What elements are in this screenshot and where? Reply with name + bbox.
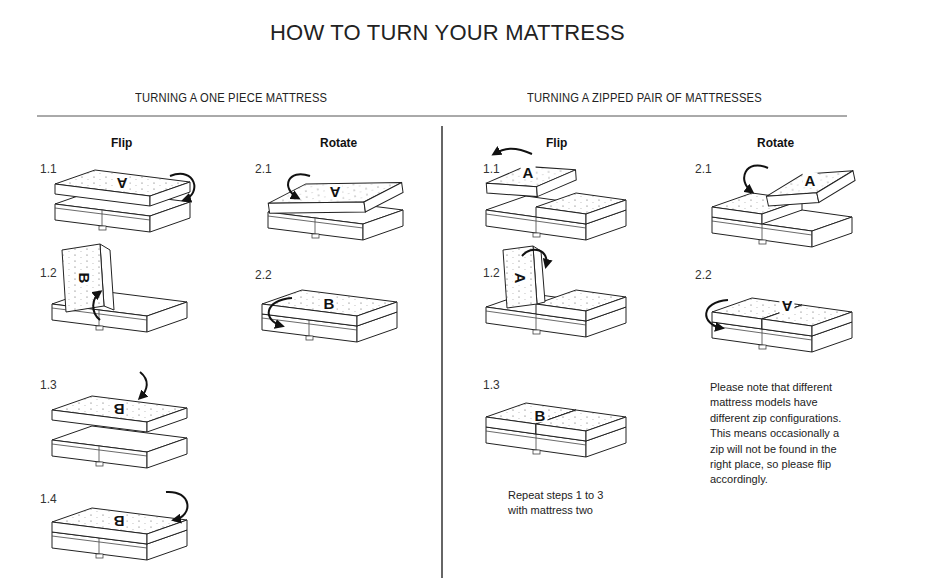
step-number: 2.2: [255, 268, 272, 282]
mattress-letter: A: [328, 185, 343, 200]
step-number: 1.2: [483, 266, 500, 280]
mattress-letter: B: [322, 296, 337, 311]
bed-step-figure: [55, 170, 194, 232]
bed-step-figure: [52, 492, 187, 560]
pair-step-figure: [706, 298, 852, 352]
column-heading: Rotate: [757, 135, 794, 150]
step-number: 2.1: [255, 162, 272, 176]
bed-step-figure: [52, 244, 187, 332]
bed-step-figure: [262, 290, 397, 342]
mattress-letter: A: [513, 271, 528, 286]
note-text: Repeat steps 1 to 3 with mattress two: [508, 488, 608, 519]
mattress-letter: A: [521, 165, 536, 180]
mattress-letter: A: [803, 173, 818, 188]
mattress-letter: A: [780, 299, 795, 314]
step-number: 2.2: [695, 268, 712, 282]
step-number: 1.1: [483, 162, 500, 176]
pair-step-figure: [712, 164, 858, 247]
pair-step-figure: [486, 246, 626, 337]
pair-step-figure: [485, 149, 626, 240]
column-heading: Flip: [111, 135, 132, 150]
mattress-letter: B: [533, 408, 548, 423]
mattress-letter: A: [115, 176, 130, 191]
step-number: 1.3: [483, 378, 500, 392]
rules: [37, 116, 847, 578]
mattress-letter: B: [77, 271, 92, 286]
mattress-letter: B: [112, 402, 127, 417]
step-number: 2.1: [695, 162, 712, 176]
section-heading: TURNING A ZIPPED PAIR OF MATTRESSES: [527, 90, 762, 105]
step-number: 1.1: [40, 162, 57, 176]
mattress-letter: B: [112, 514, 127, 529]
pair-step-figure: [486, 403, 626, 457]
column-heading: Rotate: [320, 135, 357, 150]
step-number: 1.4: [40, 492, 57, 506]
page-title: HOW TO TURN YOUR MATTRESS: [270, 20, 625, 46]
step-number: 1.2: [40, 266, 57, 280]
bed-step-figure: [266, 171, 405, 240]
step-number: 1.3: [40, 378, 57, 392]
bed-step-figure: [52, 372, 187, 468]
note-text: Please note that different mattress mode…: [710, 380, 855, 488]
column-heading: Flip: [546, 135, 567, 150]
section-heading: TURNING A ONE PIECE MATTRESS: [135, 90, 327, 105]
